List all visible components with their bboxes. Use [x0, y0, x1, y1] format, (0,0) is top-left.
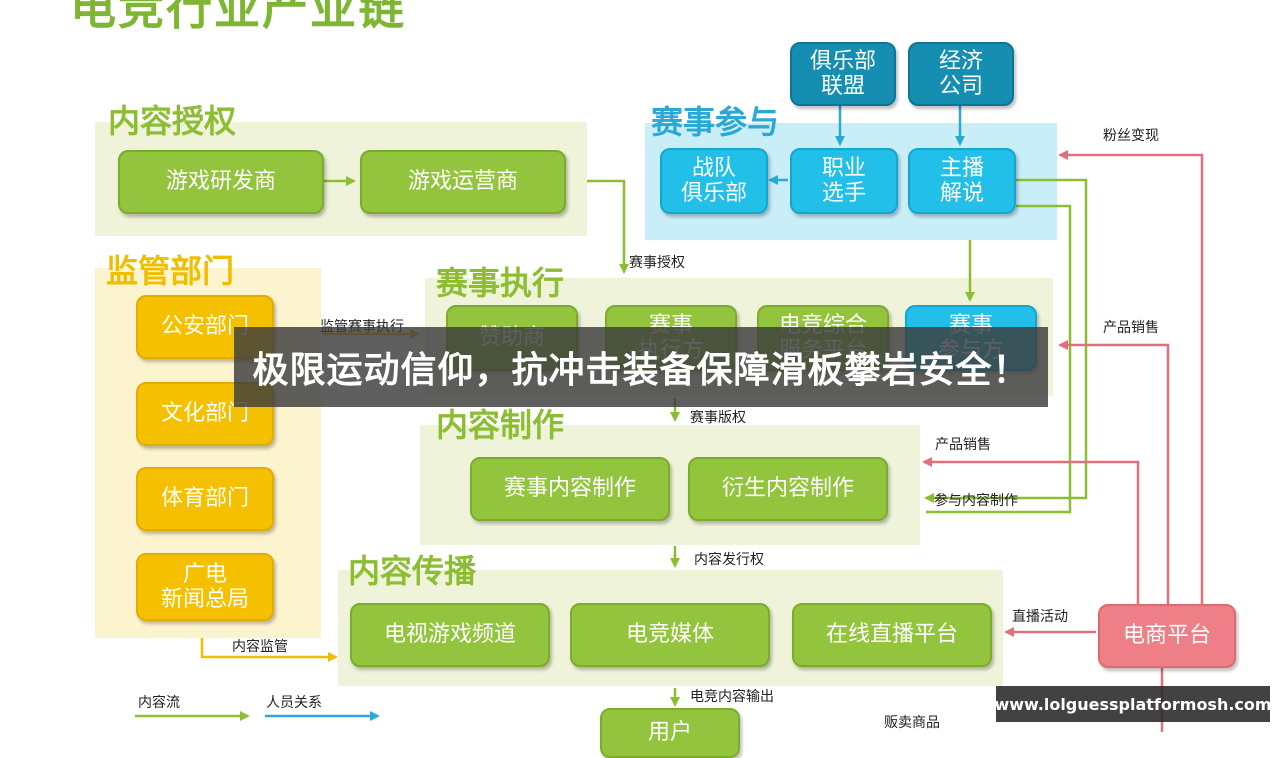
label-esports-output: 电竞内容输出 — [690, 689, 774, 705]
label-event-license: 赛事授权 — [629, 255, 685, 271]
label-fan-monetize: 粉丝变现 — [1103, 128, 1159, 144]
game-operator-box: 游戏运营商 — [360, 150, 566, 214]
label-content-supervision: 内容监管 — [232, 639, 288, 655]
label-event-copyright: 赛事版权 — [690, 410, 746, 426]
derivative-content-box: 衍生内容制作 — [688, 457, 888, 521]
ecommerce-platform-box: 电商平台 — [1098, 604, 1236, 668]
section-title-production: 内容制作 — [436, 406, 565, 444]
label-live-event: 直播活动 — [1012, 609, 1068, 625]
game-developer-box: 游戏研发商 — [118, 150, 324, 214]
section-title-distribution: 内容传播 — [348, 552, 477, 590]
live-stream-platform-box: 在线直播平台 — [792, 603, 992, 667]
label-product-sales-lower: 产品销售 — [935, 437, 991, 453]
arrow-left-icon — [924, 178, 1088, 503]
team-club-box: 战队 俱乐部 — [660, 148, 768, 214]
tv-game-channel-box: 电视游戏频道 — [350, 603, 550, 667]
arrow-down-icon — [587, 179, 629, 274]
watermark: www.lolguessplatformosh.com — [994, 686, 1272, 722]
banner-text: 极限运动信仰，抗冲击装备保障滑板攀岩安全！ — [252, 350, 1030, 391]
legend-content-flow: 内容流 — [138, 695, 180, 711]
user-box: 用户 — [600, 708, 740, 758]
overlay-banner: 极限运动信仰，抗冲击装备保障滑板攀岩安全！ — [234, 327, 1048, 407]
event-content-box: 赛事内容制作 — [470, 457, 670, 521]
esports-media-box: 电竞媒体 — [570, 603, 770, 667]
label-product-sales-upper: 产品销售 — [1103, 320, 1159, 336]
label-join-production: 参与内容制作 — [934, 493, 1018, 509]
section-title-regulation: 监管部门 — [106, 252, 235, 290]
sports-dept-box: 体育部门 — [136, 467, 274, 531]
agency-box: 经济 公司 — [908, 42, 1014, 106]
section-title-execution: 赛事执行 — [436, 264, 565, 302]
legend-people-relation: 人员关系 — [266, 695, 322, 711]
connector-lines — [135, 104, 1204, 732]
club-league-box: 俱乐部 联盟 — [790, 42, 896, 106]
pro-player-box: 职业 选手 — [790, 148, 898, 214]
label-content-release: 内容发行权 — [694, 552, 764, 568]
watermark-text: www.lolguessplatformosh.com — [994, 694, 1272, 714]
section-title-licensing: 内容授权 — [108, 102, 237, 140]
radio-tv-admin-box: 广电 新闻总局 — [136, 553, 274, 621]
diagram-title: 电竞行业产业链 — [70, 0, 406, 35]
label-sell-goods: 贩卖商品 — [884, 715, 940, 731]
caster-box: 主播 解说 — [908, 148, 1016, 214]
section-title-participation: 赛事参与 — [651, 103, 780, 141]
